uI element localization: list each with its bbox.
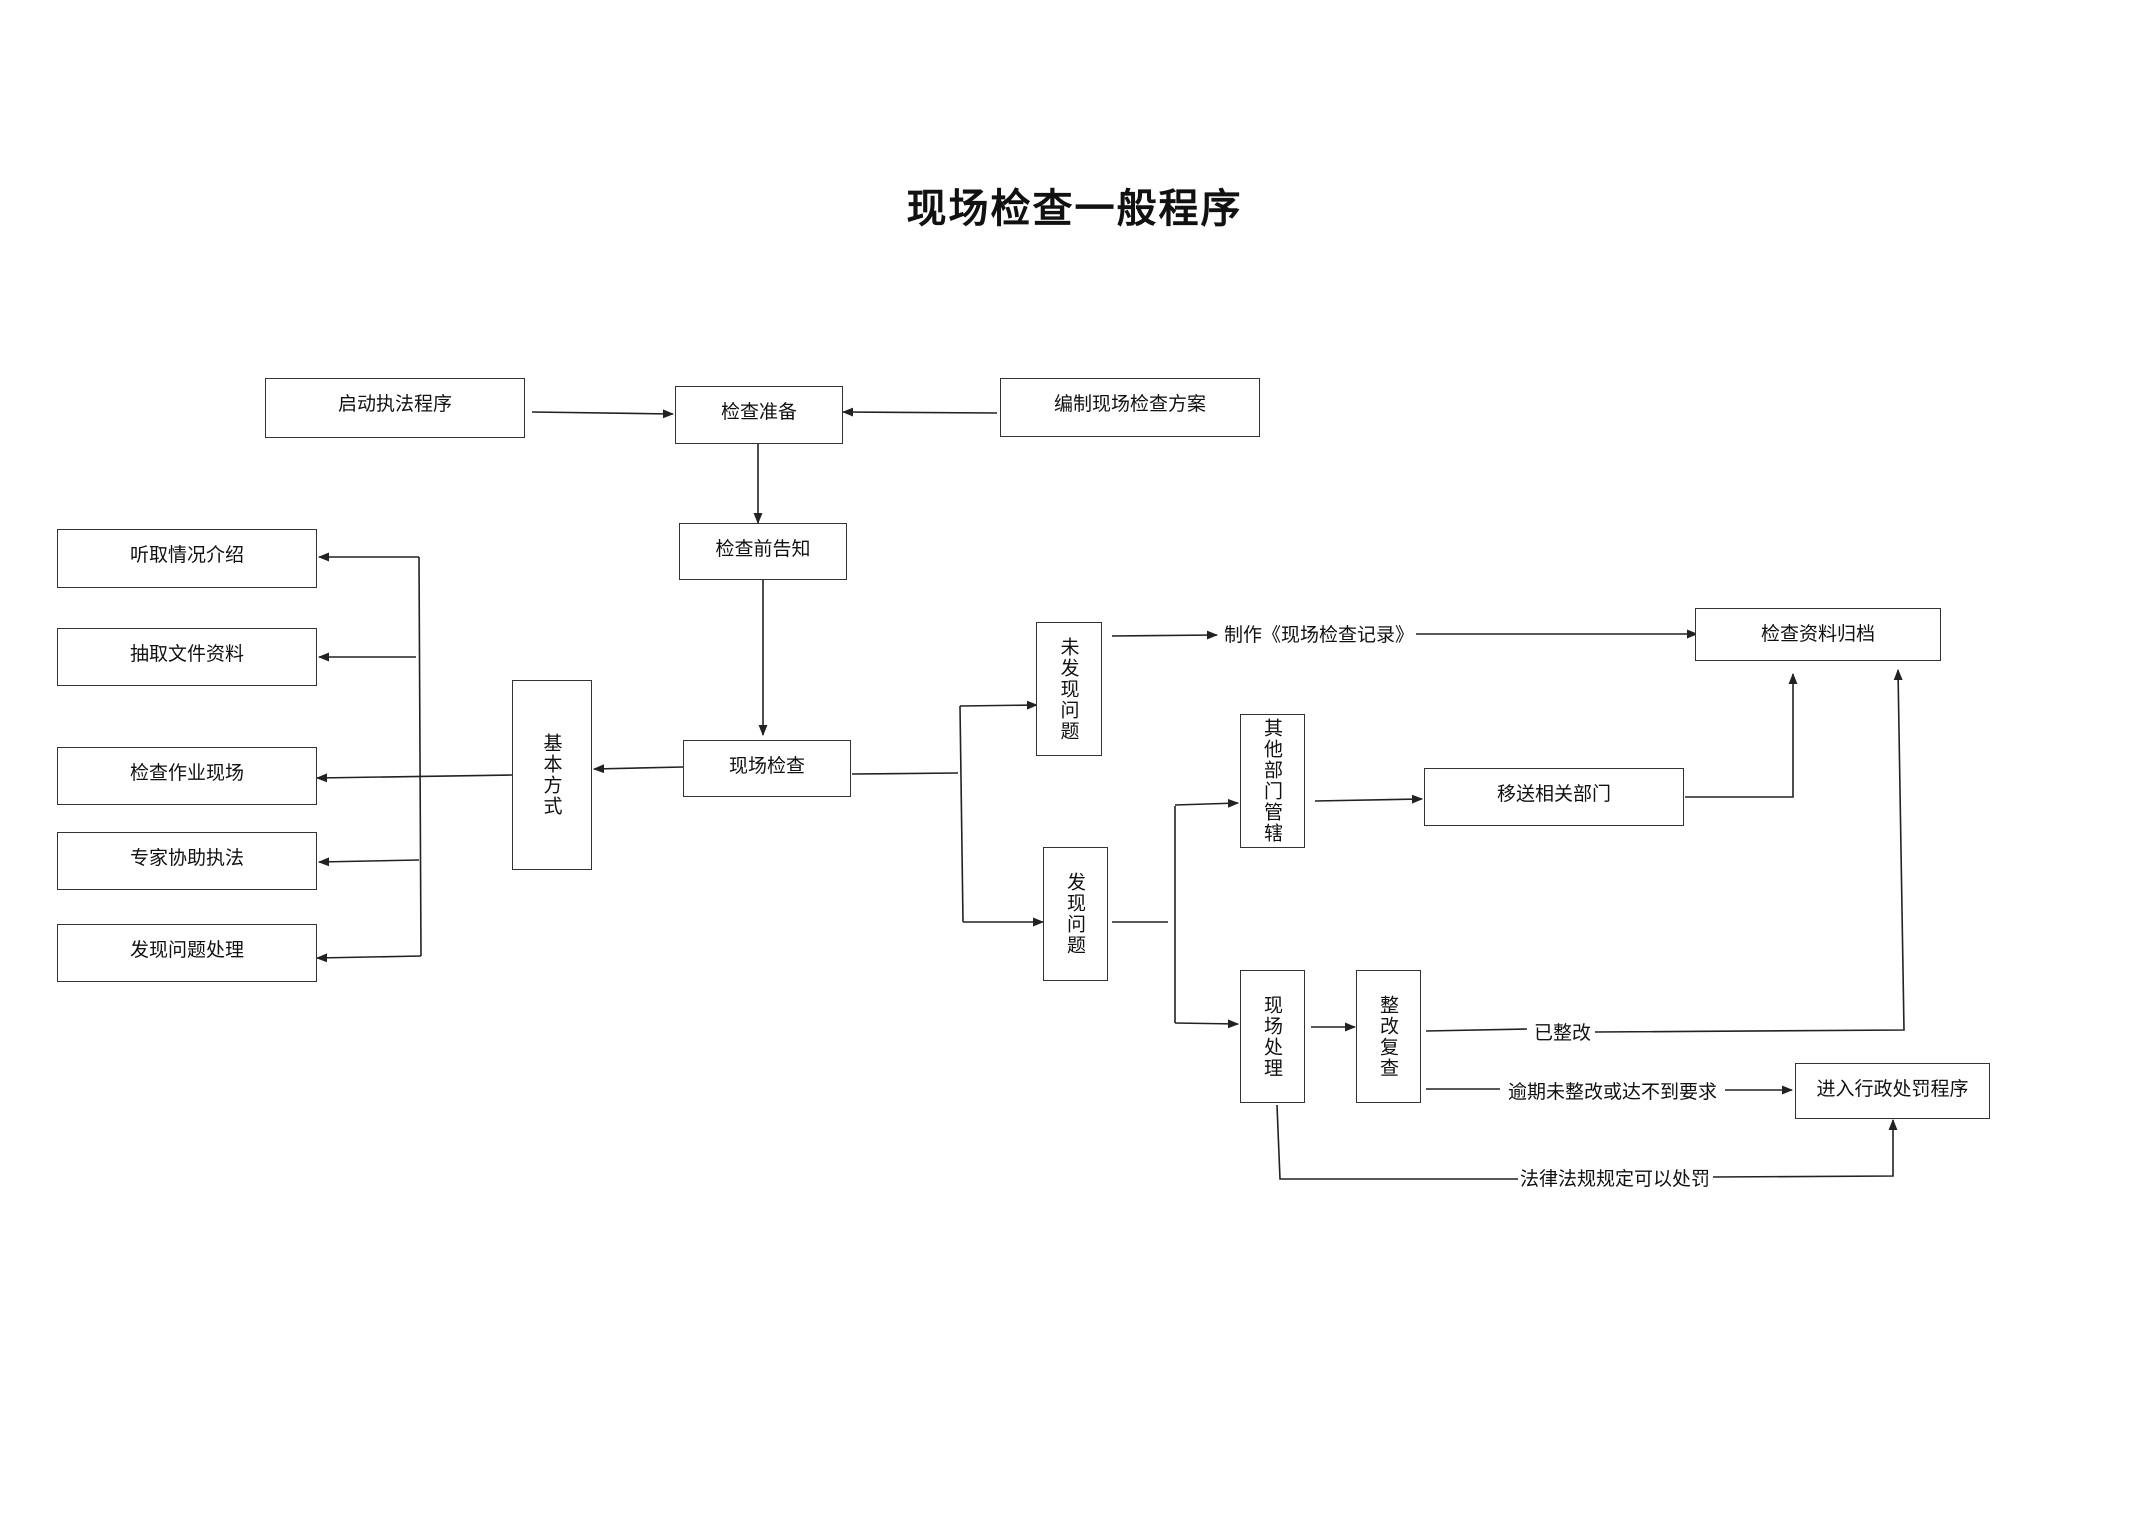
- other-dept-box: 其他部门管辖: [1240, 714, 1305, 848]
- inspect-box: 现场检查: [683, 740, 851, 797]
- archive-box: 检查资料归档: [1695, 608, 1941, 661]
- prepare-box: 检查准备: [675, 386, 843, 444]
- arrow-noproblem-to-record: [1111, 630, 1219, 640]
- overdue-label: 逾期未整改或达不到要求: [1506, 1077, 1720, 1104]
- rectified-label: 已整改: [1532, 1018, 1594, 1045]
- legal-penalty-label: 法律法规规定可以处罚: [1518, 1164, 1713, 1191]
- notice-box: 检查前告知: [679, 523, 847, 580]
- transfer-box: 移送相关部门: [1424, 768, 1684, 826]
- problem-box: 发现问题: [1043, 847, 1108, 981]
- record-label: 制作《现场检查记录》: [1222, 620, 1417, 647]
- method-documents-box: 抽取文件资料: [57, 628, 317, 686]
- rectified-line-a: [1425, 1028, 1528, 1032]
- arrow-legal-to-penalty: [1712, 1118, 1898, 1178]
- arrow-to-otherdept: [1174, 798, 1240, 808]
- arrow-to-m5: [315, 953, 422, 963]
- arrow-rectified-to-archive: [1594, 668, 1905, 1033]
- method-problem-box: 发现问题处理: [57, 924, 317, 982]
- arrow-to-m3: [315, 773, 513, 783]
- start-enforcement-box: 启动执法程序: [265, 378, 525, 438]
- methods-bus: [418, 556, 422, 957]
- split-bus: [959, 705, 964, 923]
- penalty-box: 进入行政处罚程序: [1795, 1063, 1990, 1119]
- plan-box: 编制现场检查方案: [1000, 378, 1260, 437]
- arrow-otherdept-to-transfer: [1314, 794, 1424, 804]
- arrow-to-onsite: [1174, 1019, 1240, 1029]
- legal-line-a: [1276, 1104, 1518, 1180]
- arrow-plan-to-prepare: [841, 407, 998, 417]
- inspect-to-split: [851, 772, 959, 775]
- arrow-transfer-to-archive: [1685, 672, 1798, 798]
- methods-box: 基本方式: [512, 680, 592, 870]
- arrow-inspect-to-methods: [592, 764, 684, 774]
- page-title: 现场检查一般程序: [906, 185, 1243, 232]
- arrow-to-m4: [317, 857, 420, 867]
- recheck-box: 整改复查: [1356, 970, 1421, 1103]
- arrow-start-to-prepare: [531, 409, 675, 419]
- method-briefing-box: 听取情况介绍: [57, 529, 317, 588]
- method-expert-box: 专家协助执法: [57, 832, 317, 890]
- no-problem-box: 未发现问题: [1036, 622, 1102, 756]
- arrow-to-noproblem: [959, 700, 1039, 710]
- onsite-handling-box: 现场处理: [1240, 970, 1305, 1103]
- method-site-box: 检查作业现场: [57, 747, 317, 805]
